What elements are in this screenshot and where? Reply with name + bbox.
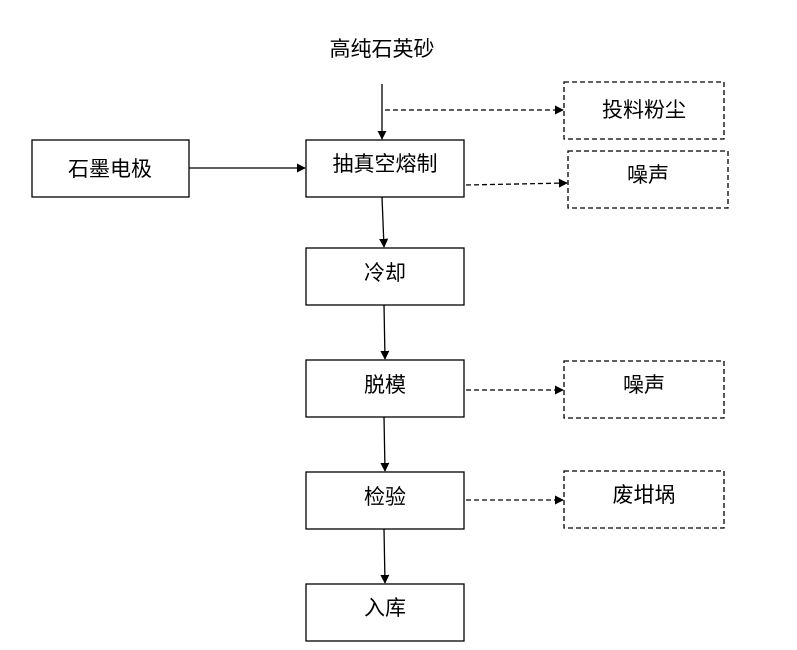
arrow-inspection-to-storage — [380, 528, 390, 584]
box-inspection: 检验 — [305, 471, 465, 530]
box-noise-melting: 噪声 — [567, 150, 729, 209]
box-noise-demolding-label: 噪声 — [623, 373, 665, 397]
box-noise-demolding: 噪声 — [563, 360, 725, 419]
arrow-melting-to-noise — [465, 178, 568, 188]
box-electrode-label: 石墨电极 — [68, 157, 152, 181]
box-vacuum-melting-label: 抽真空熔制 — [333, 152, 438, 176]
box-feed-dust-label: 投料粉尘 — [602, 98, 686, 122]
box-cooling: 冷却 — [305, 247, 465, 306]
arrow-melting-to-cooling — [379, 196, 389, 248]
arrow-cooling-to-demolding — [380, 304, 390, 360]
box-electrode: 石墨电极 — [31, 139, 190, 198]
input-label-quartz-sand: 高纯石英砂 — [330, 37, 435, 61]
box-noise-melting-label: 噪声 — [627, 163, 669, 187]
box-feed-dust: 投料粉尘 — [563, 81, 725, 140]
box-waste-crucible: 废坩埚 — [563, 470, 725, 529]
box-inspection-label: 检验 — [364, 485, 406, 509]
box-cooling-label: 冷却 — [364, 261, 406, 285]
box-demolding: 脱模 — [305, 359, 465, 418]
box-waste-crucible-label: 废坩埚 — [613, 483, 676, 507]
box-vacuum-melting: 抽真空熔制 — [305, 139, 465, 198]
box-demolding-label: 脱模 — [364, 373, 406, 397]
box-storage-label: 入库 — [364, 596, 406, 620]
arrow-demolding-to-inspection — [380, 416, 390, 472]
box-storage: 入库 — [305, 583, 465, 642]
